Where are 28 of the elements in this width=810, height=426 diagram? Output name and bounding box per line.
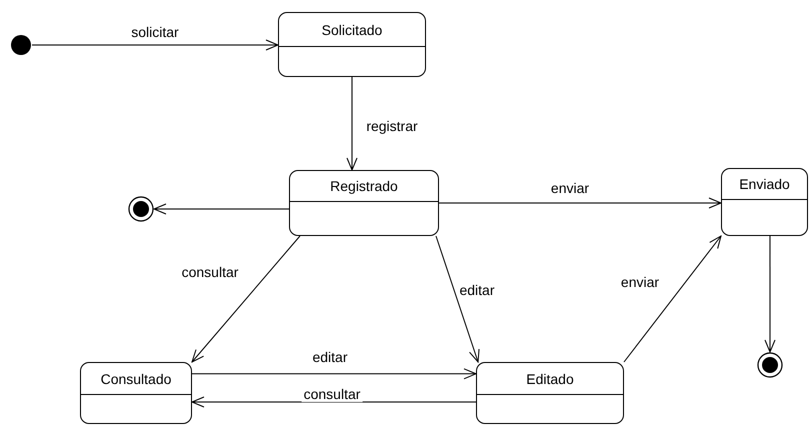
transition-arrow (346, 76, 358, 170)
edge-label: editar (310, 349, 350, 365)
transition-arrow (764, 236, 776, 352)
state-box (278, 12, 426, 77)
transition-arrow (624, 236, 722, 362)
edge-label: editar (457, 282, 497, 298)
state-box (289, 170, 439, 236)
state-name: Enviado (722, 169, 807, 200)
edge-label: solicitar (129, 24, 181, 40)
edge-label: consultar (302, 386, 362, 402)
state-name: Editado (477, 363, 623, 395)
state-name: Registrado (290, 171, 438, 202)
transition-arrow (192, 236, 300, 362)
transition-arrow (32, 40, 278, 51)
transition-arrow (154, 204, 290, 214)
state-box (721, 168, 808, 236)
edge-label: enviar (618, 274, 662, 290)
state-box (476, 362, 624, 424)
transition-arrow (436, 236, 480, 362)
transition-arrow (438, 198, 722, 209)
transition-arrow (192, 368, 476, 380)
edge-label: enviar (548, 180, 592, 196)
state-box (80, 362, 192, 424)
transition-arrow (192, 396, 476, 408)
edge-label: consultar (180, 264, 240, 280)
edge-label: registrar (364, 118, 420, 134)
state-name: Consultado (81, 363, 191, 395)
state-name: Solicitado (279, 13, 425, 47)
